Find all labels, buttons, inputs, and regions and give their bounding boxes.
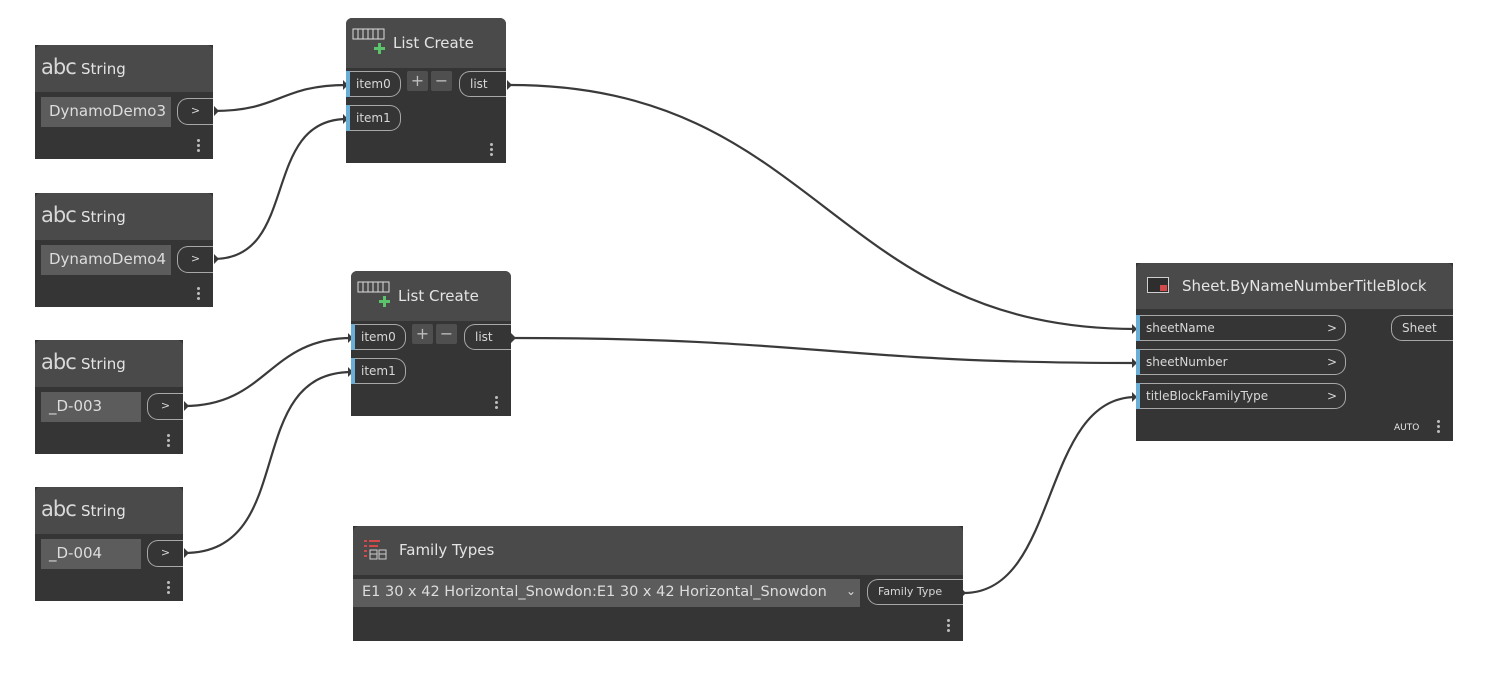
input-port-item1[interactable]: item1 (351, 358, 406, 384)
vertical-ellipsis-icon[interactable] (495, 396, 498, 411)
port-label: titleBlockFamilyType (1146, 389, 1269, 403)
wire-familytype-to-titleblock (963, 395, 1137, 595)
input-port-titleblockfamilytype[interactable]: titleBlockFamilyType > (1136, 383, 1346, 409)
node-title: String (81, 355, 126, 373)
sheet-icon (1147, 277, 1169, 293)
string-value-input[interactable]: DynamoDemo4 (41, 245, 171, 275)
chevron-right-icon: > (1326, 355, 1337, 369)
string-value-input[interactable]: _D-004 (41, 539, 141, 569)
input-port-sheetnumber[interactable]: sheetNumber > (1136, 349, 1346, 375)
output-port-sheet[interactable]: Sheet (1391, 315, 1453, 341)
family-type-dropdown[interactable]: E1 30 x 42 Horizontal_Snowdon:E1 30 x 42… (353, 579, 860, 607)
wire-demo3-to-listcreate1-item0 (213, 83, 348, 113)
chevron-right-icon: > (1326, 321, 1337, 335)
output-port[interactable]: > (177, 246, 213, 273)
port-label: sheetNumber (1146, 355, 1228, 369)
family-types-node[interactable]: Family Types E1 30 x 42 Horizontal_Snowd… (353, 526, 963, 641)
port-label: item1 (356, 111, 391, 125)
node-title: Family Types (399, 541, 495, 559)
vertical-ellipsis-icon[interactable] (167, 434, 170, 449)
remove-input-button[interactable]: − (431, 71, 452, 91)
string-type-icon: abc (41, 203, 77, 227)
wire-listcreate1-to-sheetname (509, 83, 1137, 331)
vertical-ellipsis-icon[interactable] (167, 581, 170, 596)
vertical-ellipsis-icon[interactable] (197, 139, 200, 154)
string-value-input[interactable]: _D-003 (41, 392, 141, 422)
chevron-down-icon: ⌄ (845, 584, 856, 598)
wire-listcreate2-to-sheetnumber (511, 336, 1137, 365)
node-title: List Create (398, 287, 479, 305)
string-type-icon: abc (41, 55, 77, 79)
wire-d004-to-listcreate2-item1 (183, 370, 353, 555)
vertical-ellipsis-icon[interactable] (1437, 420, 1440, 435)
input-port-item0[interactable]: item0 (351, 324, 406, 350)
node-title: String (81, 60, 126, 78)
add-input-button[interactable]: + (412, 324, 433, 344)
output-port-list[interactable]: list (459, 71, 506, 97)
family-types-icon (364, 540, 387, 560)
dropdown-selected-value: E1 30 x 42 Horizontal_Snowdon:E1 30 x 42… (362, 584, 827, 600)
port-label: item0 (356, 77, 391, 91)
output-port[interactable]: > (177, 98, 213, 125)
string-type-icon: abc (41, 350, 77, 374)
list-create-icon (357, 281, 390, 307)
add-input-button[interactable]: + (407, 71, 428, 91)
input-port-item0[interactable]: item0 (346, 71, 401, 97)
node-title: Sheet.ByNameNumberTitleBlock (1182, 277, 1427, 295)
string-type-icon: abc (41, 497, 77, 521)
port-label: item0 (361, 330, 396, 344)
sheet-by-name-number-titleblock-node[interactable]: Sheet.ByNameNumberTitleBlock sheetName >… (1136, 263, 1453, 441)
input-port-item1[interactable]: item1 (346, 105, 401, 131)
string-node[interactable]: abc String DynamoDemo4 > (35, 193, 213, 307)
vertical-ellipsis-icon[interactable] (490, 143, 493, 158)
list-create-node[interactable]: List Create item0 item1 + − list (351, 271, 511, 416)
node-title: String (81, 502, 126, 520)
string-value-input[interactable]: DynamoDemo3 (41, 97, 171, 127)
node-title: String (81, 208, 126, 226)
output-port-list[interactable]: list (464, 324, 511, 350)
output-port[interactable]: > (147, 393, 183, 420)
string-node[interactable]: abc String _D-004 > (35, 487, 183, 601)
output-port[interactable]: > (147, 540, 183, 567)
input-port-sheetname[interactable]: sheetName > (1136, 315, 1346, 341)
node-title: List Create (393, 34, 474, 52)
list-create-node[interactable]: List Create item0 item1 + − list (346, 18, 506, 163)
string-node[interactable]: abc String _D-003 > (35, 340, 183, 454)
remove-input-button[interactable]: − (436, 324, 457, 344)
string-node[interactable]: abc String DynamoDemo3 > (35, 45, 213, 159)
lacing-indicator[interactable]: AUTO (1394, 423, 1420, 433)
port-label: item1 (361, 364, 396, 378)
output-port-family-type[interactable]: Family Type (867, 579, 963, 605)
vertical-ellipsis-icon[interactable] (947, 619, 950, 634)
chevron-right-icon: > (1326, 389, 1337, 403)
vertical-ellipsis-icon[interactable] (197, 287, 200, 302)
port-label: sheetName (1146, 321, 1215, 335)
wire-d003-to-listcreate2-item0 (183, 336, 353, 408)
list-create-icon (352, 28, 385, 54)
wire-demo4-to-listcreate1-item1 (213, 117, 348, 261)
